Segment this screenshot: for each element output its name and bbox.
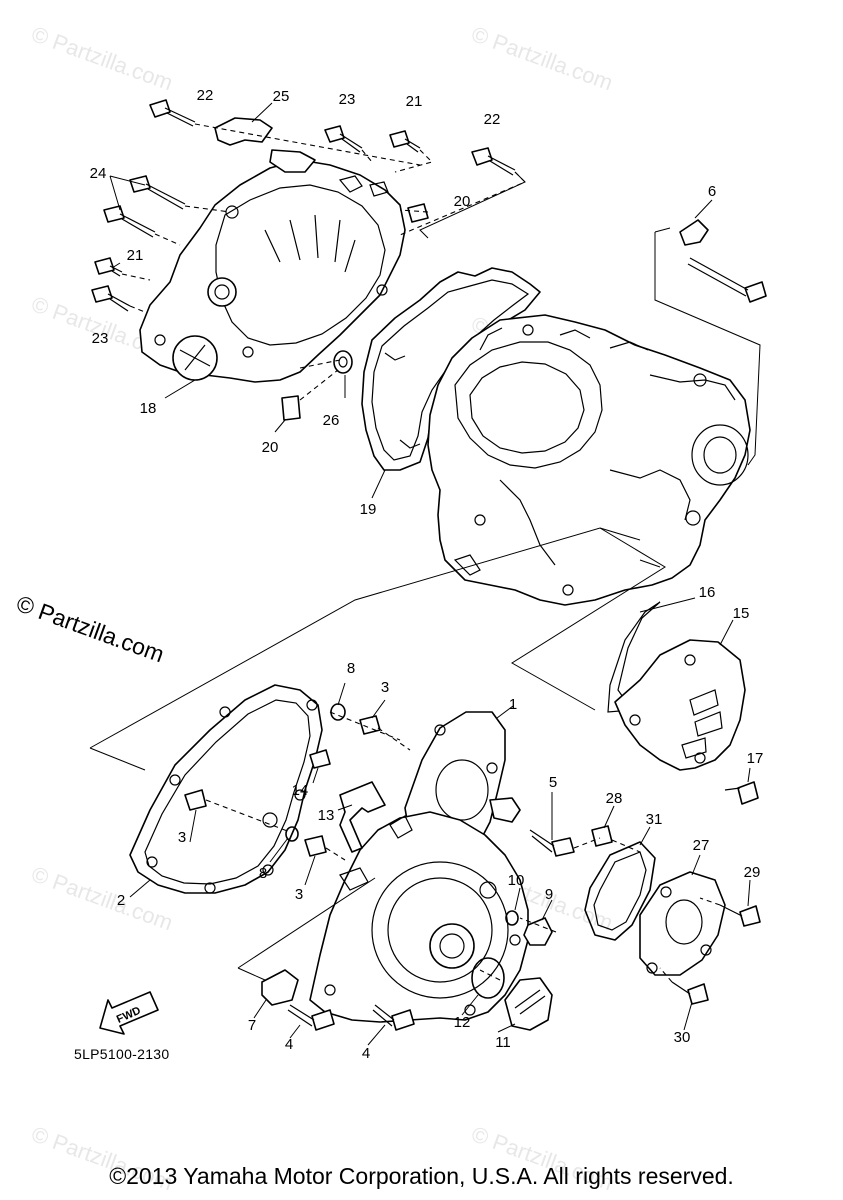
callout-17: 17: [747, 750, 764, 767]
part-code: 5LP5100-2130: [74, 1046, 170, 1062]
plug: [523, 917, 553, 946]
bolt-group-lower: [287, 749, 761, 1031]
crankcase-block: [427, 314, 751, 606]
hose-clamp: [261, 969, 299, 1006]
water-pump-gasket: [584, 841, 656, 941]
o-ring: [471, 957, 505, 999]
callout-2: 2: [117, 892, 125, 909]
callout-18: 18: [140, 400, 157, 417]
callout-24: 24: [90, 165, 107, 182]
bracket: [214, 117, 273, 146]
callout-6: 6: [708, 183, 716, 200]
copyright-notice: ©2013 Yamaha Motor Corporation, U.S.A. A…: [109, 1163, 734, 1189]
dowel-pin: [304, 835, 327, 857]
dowel-pin: [359, 715, 381, 735]
callout-21: 21: [406, 93, 423, 110]
sprocket-cover: [614, 639, 746, 771]
bolt: [737, 781, 759, 805]
callout-25: 25: [273, 88, 290, 105]
crankcase-cover-gasket: [129, 684, 323, 894]
dowel-pin: [281, 395, 301, 421]
dowel-pin: [184, 789, 207, 811]
callout-4: 4: [362, 1045, 370, 1062]
watermark: © Partzilla.com: [28, 861, 176, 935]
callout-4: 4: [285, 1036, 293, 1053]
callout-9: 9: [545, 886, 553, 903]
callout-19: 19: [360, 501, 377, 518]
watermark: © Partzilla.com: [28, 21, 176, 95]
callout-23: 23: [339, 91, 356, 108]
callout-leaders: [109, 102, 751, 1046]
water-pump-cover: [639, 871, 726, 976]
callout-8: 8: [259, 865, 267, 882]
dowel-pin: [591, 825, 613, 847]
callout-27: 27: [693, 837, 710, 854]
watermark: © Partzilla.com: [468, 21, 616, 95]
callout-20: 20: [454, 193, 471, 210]
cable-bracket: [339, 781, 386, 853]
callout-3: 3: [178, 829, 186, 846]
callout-5: 5: [549, 774, 557, 791]
callout-30: 30: [674, 1029, 691, 1046]
callout-14: 14: [292, 782, 309, 799]
oil-seal: [333, 350, 353, 374]
fwd-arrow: FWD: [99, 991, 159, 1035]
left-crankcase-cover: [139, 149, 406, 383]
callout-10: 10: [508, 872, 525, 889]
callout-16: 16: [699, 584, 716, 601]
callout-15: 15: [733, 605, 750, 622]
dowel-pin: [407, 203, 429, 223]
o-ring: [505, 910, 519, 926]
callout-12: 12: [454, 1014, 471, 1031]
callout-1: 1: [509, 696, 517, 713]
o-ring: [330, 703, 346, 721]
callout-29: 29: [744, 864, 761, 881]
callout-3: 3: [295, 886, 303, 903]
callout-8: 8: [347, 660, 355, 677]
callout-31: 31: [646, 811, 663, 828]
callout-11: 11: [495, 1034, 511, 1051]
crankcase-cover: [309, 811, 529, 1023]
callout-3: 3: [381, 679, 389, 696]
callout-22: 22: [197, 87, 214, 104]
callout-21: 21: [127, 247, 144, 264]
callout-26: 26: [323, 412, 340, 429]
callout-22: 22: [484, 111, 501, 128]
o-ring: [285, 826, 299, 842]
callout-labels: 22 25 23 21 22 24 20 6 21 23 18 26 20 19…: [90, 87, 764, 1062]
crankcase-cap: [504, 977, 553, 1031]
bolt-group-upper: [91, 99, 767, 312]
callout-23: 23: [92, 330, 109, 347]
callout-7: 7: [248, 1017, 256, 1034]
callout-28: 28: [606, 790, 623, 807]
callout-20: 20: [262, 439, 279, 456]
callout-13: 13: [318, 807, 335, 824]
